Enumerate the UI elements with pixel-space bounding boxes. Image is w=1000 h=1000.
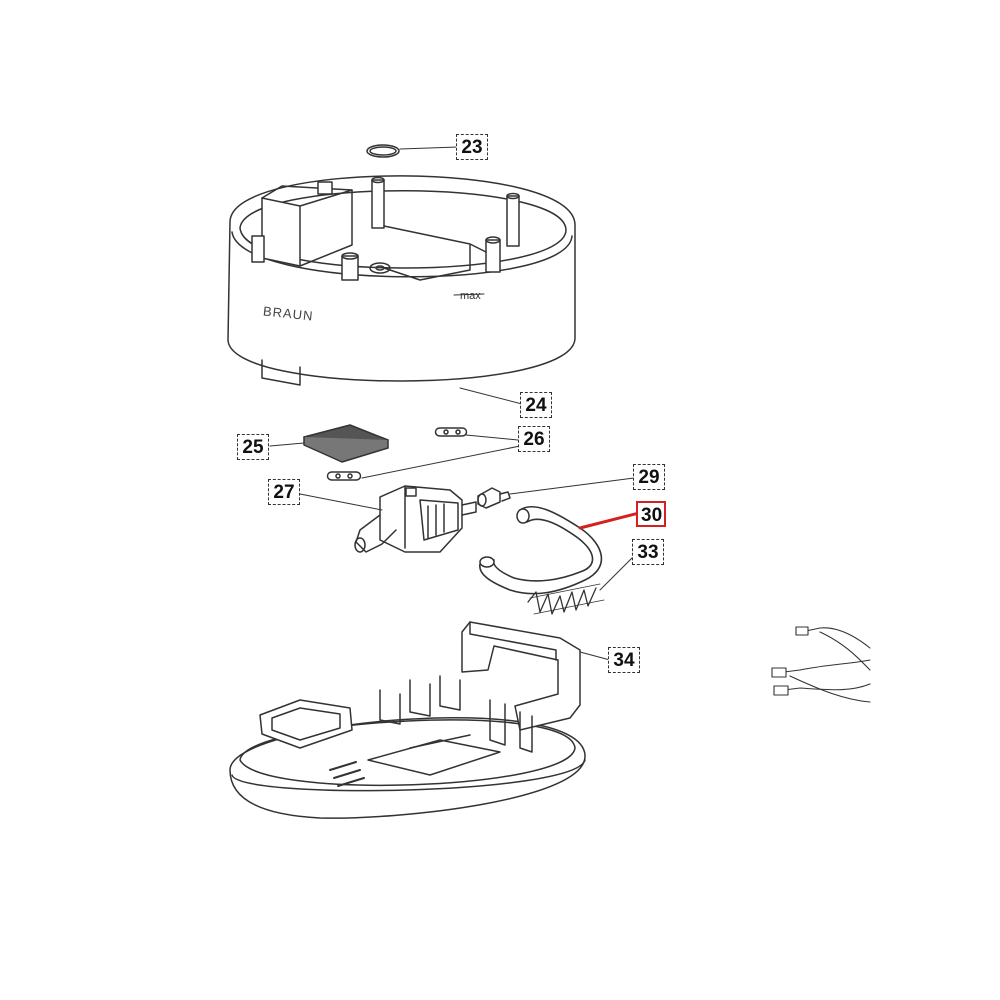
callout-27[interactable]: 27	[268, 479, 300, 505]
callout-30-highlighted[interactable]: 30	[636, 501, 666, 527]
hose-part-30	[479, 505, 641, 595]
callout-24[interactable]: 24	[520, 392, 552, 418]
upper-housing-part-24	[227, 175, 576, 405]
pump-part-27	[299, 485, 477, 553]
base-part-34	[229, 621, 611, 819]
wiring-harness	[771, 626, 871, 703]
callout-29[interactable]: 29	[633, 464, 665, 490]
spring-part-33	[527, 555, 635, 615]
filter-pad-part-25	[269, 424, 389, 463]
connector-part-29	[477, 477, 635, 509]
callout-34[interactable]: 34	[608, 647, 640, 673]
max-level-label: max	[460, 290, 481, 302]
callout-33[interactable]: 33	[632, 539, 664, 565]
callout-23[interactable]: 23	[456, 134, 488, 160]
callout-25[interactable]: 25	[237, 434, 269, 460]
callout-26[interactable]: 26	[518, 426, 550, 452]
o-ring-part-23	[366, 144, 459, 158]
clips-part-26	[326, 427, 521, 481]
